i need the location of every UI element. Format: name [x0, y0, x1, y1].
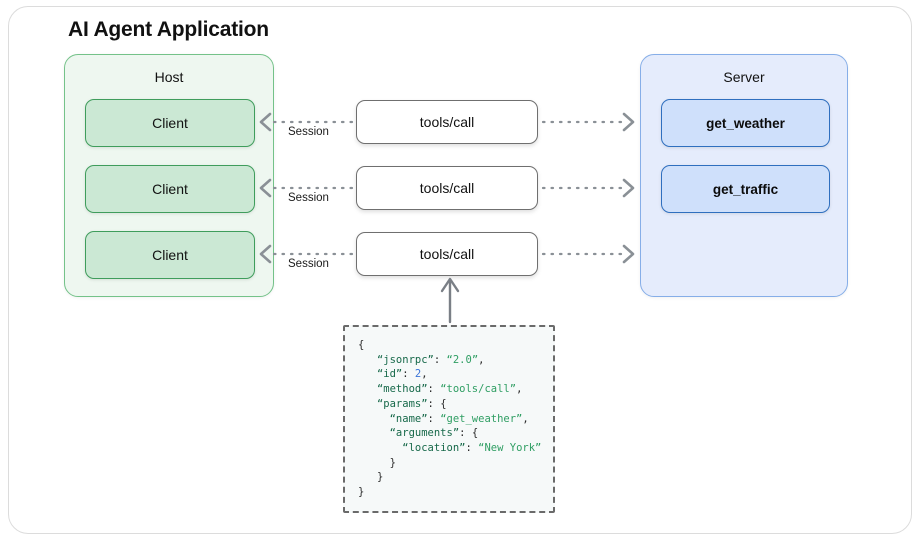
- json-key-location: “location”: [402, 441, 466, 454]
- tools-call-box-2[interactable]: tools/call: [356, 166, 538, 210]
- session-label-2: Session: [288, 192, 329, 204]
- json-value-jsonrpc: “2.0”: [446, 353, 479, 366]
- client-label-3: Client: [152, 247, 188, 263]
- server-container: Server get_weather get_traffic: [640, 54, 848, 297]
- tools-call-box-1[interactable]: tools/call: [356, 100, 538, 144]
- tools-call-label-3: tools/call: [419, 246, 475, 262]
- client-label-1: Client: [152, 115, 188, 131]
- tools-call-label-2: tools/call: [419, 180, 475, 196]
- session-label-1: Session: [288, 126, 329, 138]
- json-value-location: “New York”: [478, 441, 542, 454]
- json-value-method: “tools/call”: [440, 383, 517, 396]
- server-label: Server: [723, 69, 765, 85]
- json-key-method: “method”: [376, 383, 428, 396]
- tools-call-box-3[interactable]: tools/call: [356, 232, 538, 276]
- json-value-id: 2: [414, 368, 422, 381]
- host-label: Host: [154, 69, 184, 85]
- json-key-arguments: “arguments”: [389, 427, 460, 440]
- tools-call-label-1: tools/call: [419, 114, 475, 130]
- client-box-2[interactable]: Client: [85, 165, 255, 213]
- json-key-id: “id”: [376, 368, 403, 381]
- json-payload-code: { “jsonrpc”: “2.0”, “id”: 2, “method”: “…: [358, 339, 542, 499]
- page-title: AI Agent Application: [68, 18, 269, 41]
- json-key-jsonrpc: “jsonrpc”: [376, 353, 434, 366]
- tool-box-get-weather[interactable]: get_weather: [661, 99, 830, 147]
- host-container: Host Client Client Client: [64, 54, 274, 297]
- client-box-1[interactable]: Client: [85, 99, 255, 147]
- tool-box-get-traffic[interactable]: get_traffic: [661, 165, 830, 213]
- session-label-3: Session: [288, 258, 329, 270]
- json-value-name: “get_weather”: [440, 412, 523, 425]
- tool-label-get-traffic: get_traffic: [712, 181, 779, 197]
- json-key-params: “params”: [376, 397, 428, 410]
- json-payload-box: { “jsonrpc”: “2.0”, “id”: 2, “method”: “…: [343, 325, 555, 513]
- tool-label-get-weather: get_weather: [706, 115, 785, 131]
- json-key-name: “name”: [389, 412, 428, 425]
- client-label-2: Client: [152, 181, 188, 197]
- client-box-3[interactable]: Client: [85, 231, 255, 279]
